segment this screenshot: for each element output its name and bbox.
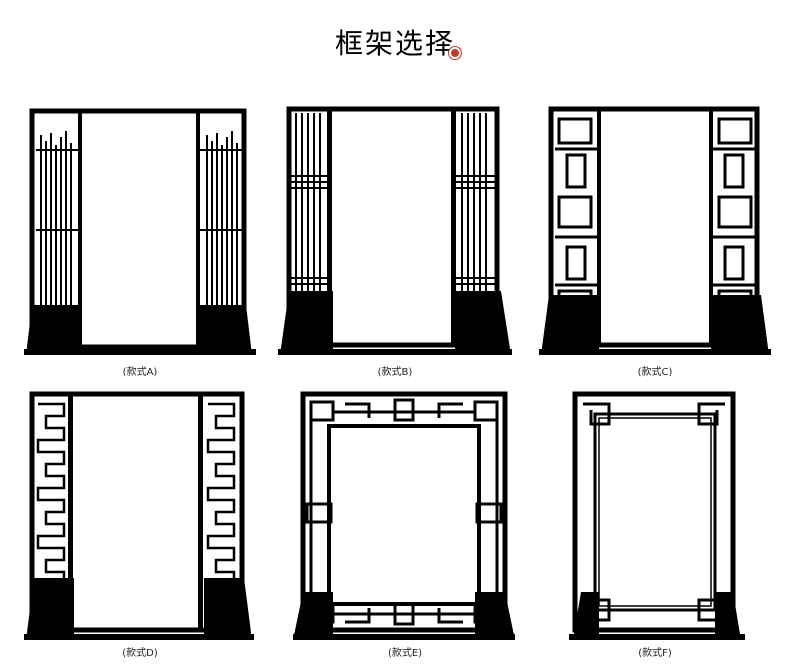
- title-seal-dot: [449, 47, 461, 59]
- frame-style-d-drawing: [24, 391, 254, 640]
- frame-style-f[interactable]: (款式F): [535, 390, 775, 659]
- frame-style-e[interactable]: (款式E): [285, 390, 525, 659]
- frame-style-b-drawing: [278, 106, 512, 355]
- style-caption: (款式D): [122, 648, 158, 659]
- frame-style-a-drawing: [24, 108, 256, 355]
- frame-style-c[interactable]: (款式C): [535, 105, 775, 378]
- style-caption: (款式C): [637, 367, 673, 378]
- frame-style-b[interactable]: (款式B): [275, 105, 515, 378]
- style-caption: (款式E): [387, 648, 423, 659]
- frame-style-d[interactable]: (款式D): [20, 390, 260, 659]
- style-caption: (款式F): [638, 648, 672, 659]
- frame-style-a[interactable]: (款式A): [20, 105, 260, 378]
- page-title: 框架选择: [334, 27, 455, 60]
- style-caption: (款式B): [377, 367, 413, 378]
- frame-style-f-drawing: [569, 391, 745, 640]
- style-caption: (款式A): [122, 367, 158, 378]
- frame-style-c-drawing: [539, 106, 771, 355]
- frame-style-e-drawing: [293, 391, 515, 640]
